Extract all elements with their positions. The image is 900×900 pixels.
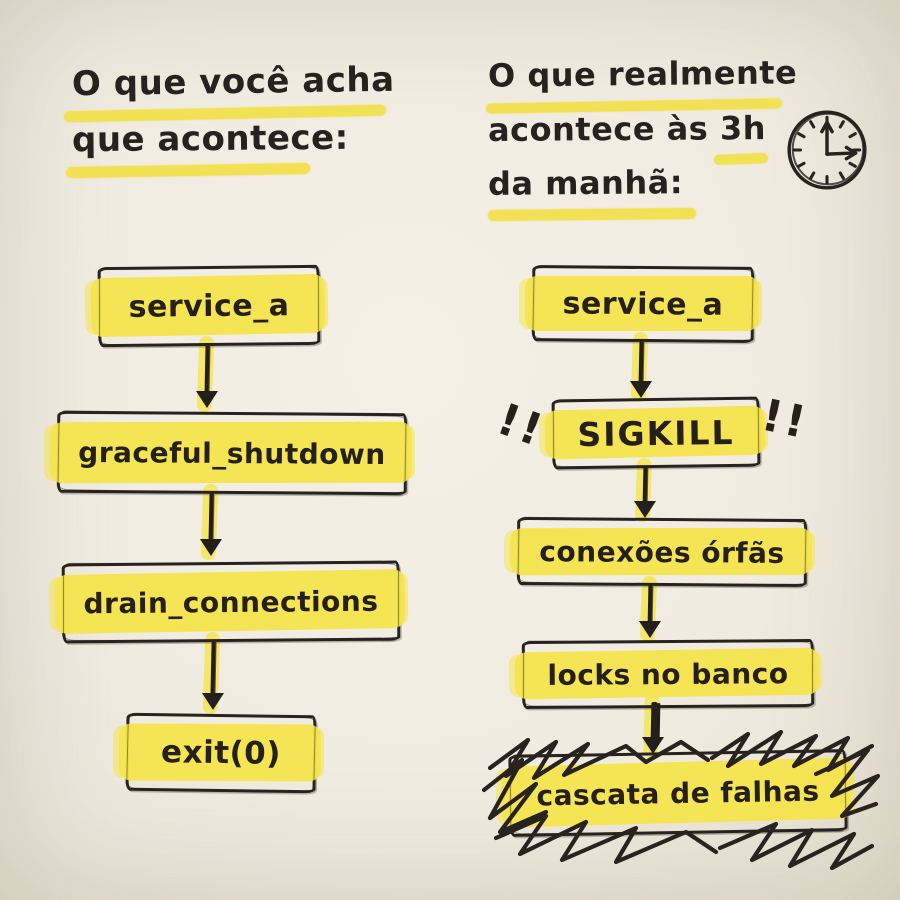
arrow-head — [639, 621, 661, 638]
arrow-head — [200, 539, 222, 556]
flow-node-service-a-left: service_a — [90, 264, 326, 348]
left-title-line1: O que você acha — [71, 59, 395, 105]
flow-arrow-down — [194, 335, 220, 413]
node-label: drain_connections — [83, 584, 379, 620]
node-label: conexões órfãs — [539, 534, 785, 570]
node-label: SIGKILL — [577, 412, 735, 454]
flow-node-exit-0: exit(0) — [118, 712, 322, 794]
highlight-underline — [713, 153, 769, 165]
flow-node-drain-connections: drain_connections — [54, 560, 406, 644]
node-label: locks no banco — [547, 656, 789, 692]
flow-arrow-down — [200, 631, 226, 715]
flow-node-locks-no-banco: locks no banco — [514, 638, 820, 710]
flow-arrow-down — [637, 575, 663, 643]
exclamation-marks-left: !! — [490, 393, 552, 458]
flow-node-service-a-right: service_a — [525, 265, 760, 343]
node-label: exit(0) — [160, 734, 282, 772]
exclamation-marks-right: !! — [757, 389, 813, 450]
arrow-head — [634, 501, 656, 518]
node-label: graceful_shutdown — [78, 435, 386, 471]
right-title-line3: da manhã: — [487, 163, 684, 203]
left-title-line2: que acontece: — [71, 117, 349, 161]
flow-arrow-down — [632, 457, 658, 523]
flow-arrow-down-thick — [640, 693, 666, 759]
arrow-head — [642, 737, 664, 754]
flow-node-conexoes-orfas: conexões órfãs — [509, 516, 813, 588]
right-title-line1: O que realmente — [487, 53, 798, 95]
arrow-head — [630, 381, 652, 398]
clock-icon — [787, 110, 867, 190]
node-label: service_a — [128, 287, 290, 325]
scribble-decoration — [481, 729, 881, 871]
highlight-underline — [65, 162, 311, 179]
flow-node-sigkill: SIGKILL — [544, 396, 766, 470]
highlight-underline — [487, 207, 697, 222]
flow-arrow-down — [198, 483, 224, 561]
arrow-head — [196, 391, 218, 408]
right-title-line2: acontece às 3h — [487, 109, 767, 149]
flow-node-graceful-shutdown: graceful_shutdown — [49, 410, 413, 496]
node-label: service_a — [562, 285, 724, 323]
arrow-head — [202, 693, 224, 710]
flow-arrow-down — [628, 331, 654, 403]
